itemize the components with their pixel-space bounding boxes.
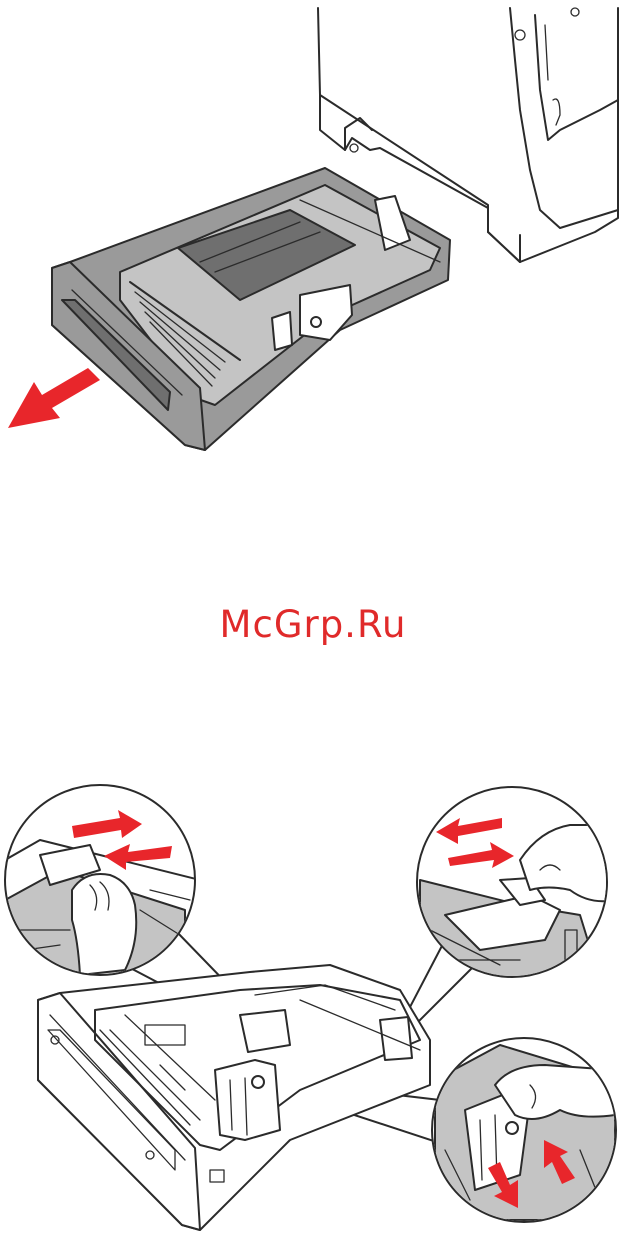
callout-left-width-guide: [5, 785, 200, 975]
callout-side-guide-lever: [432, 1038, 616, 1222]
callout-right-end-guide: [417, 787, 615, 980]
paper-tray-open: [38, 965, 430, 1230]
